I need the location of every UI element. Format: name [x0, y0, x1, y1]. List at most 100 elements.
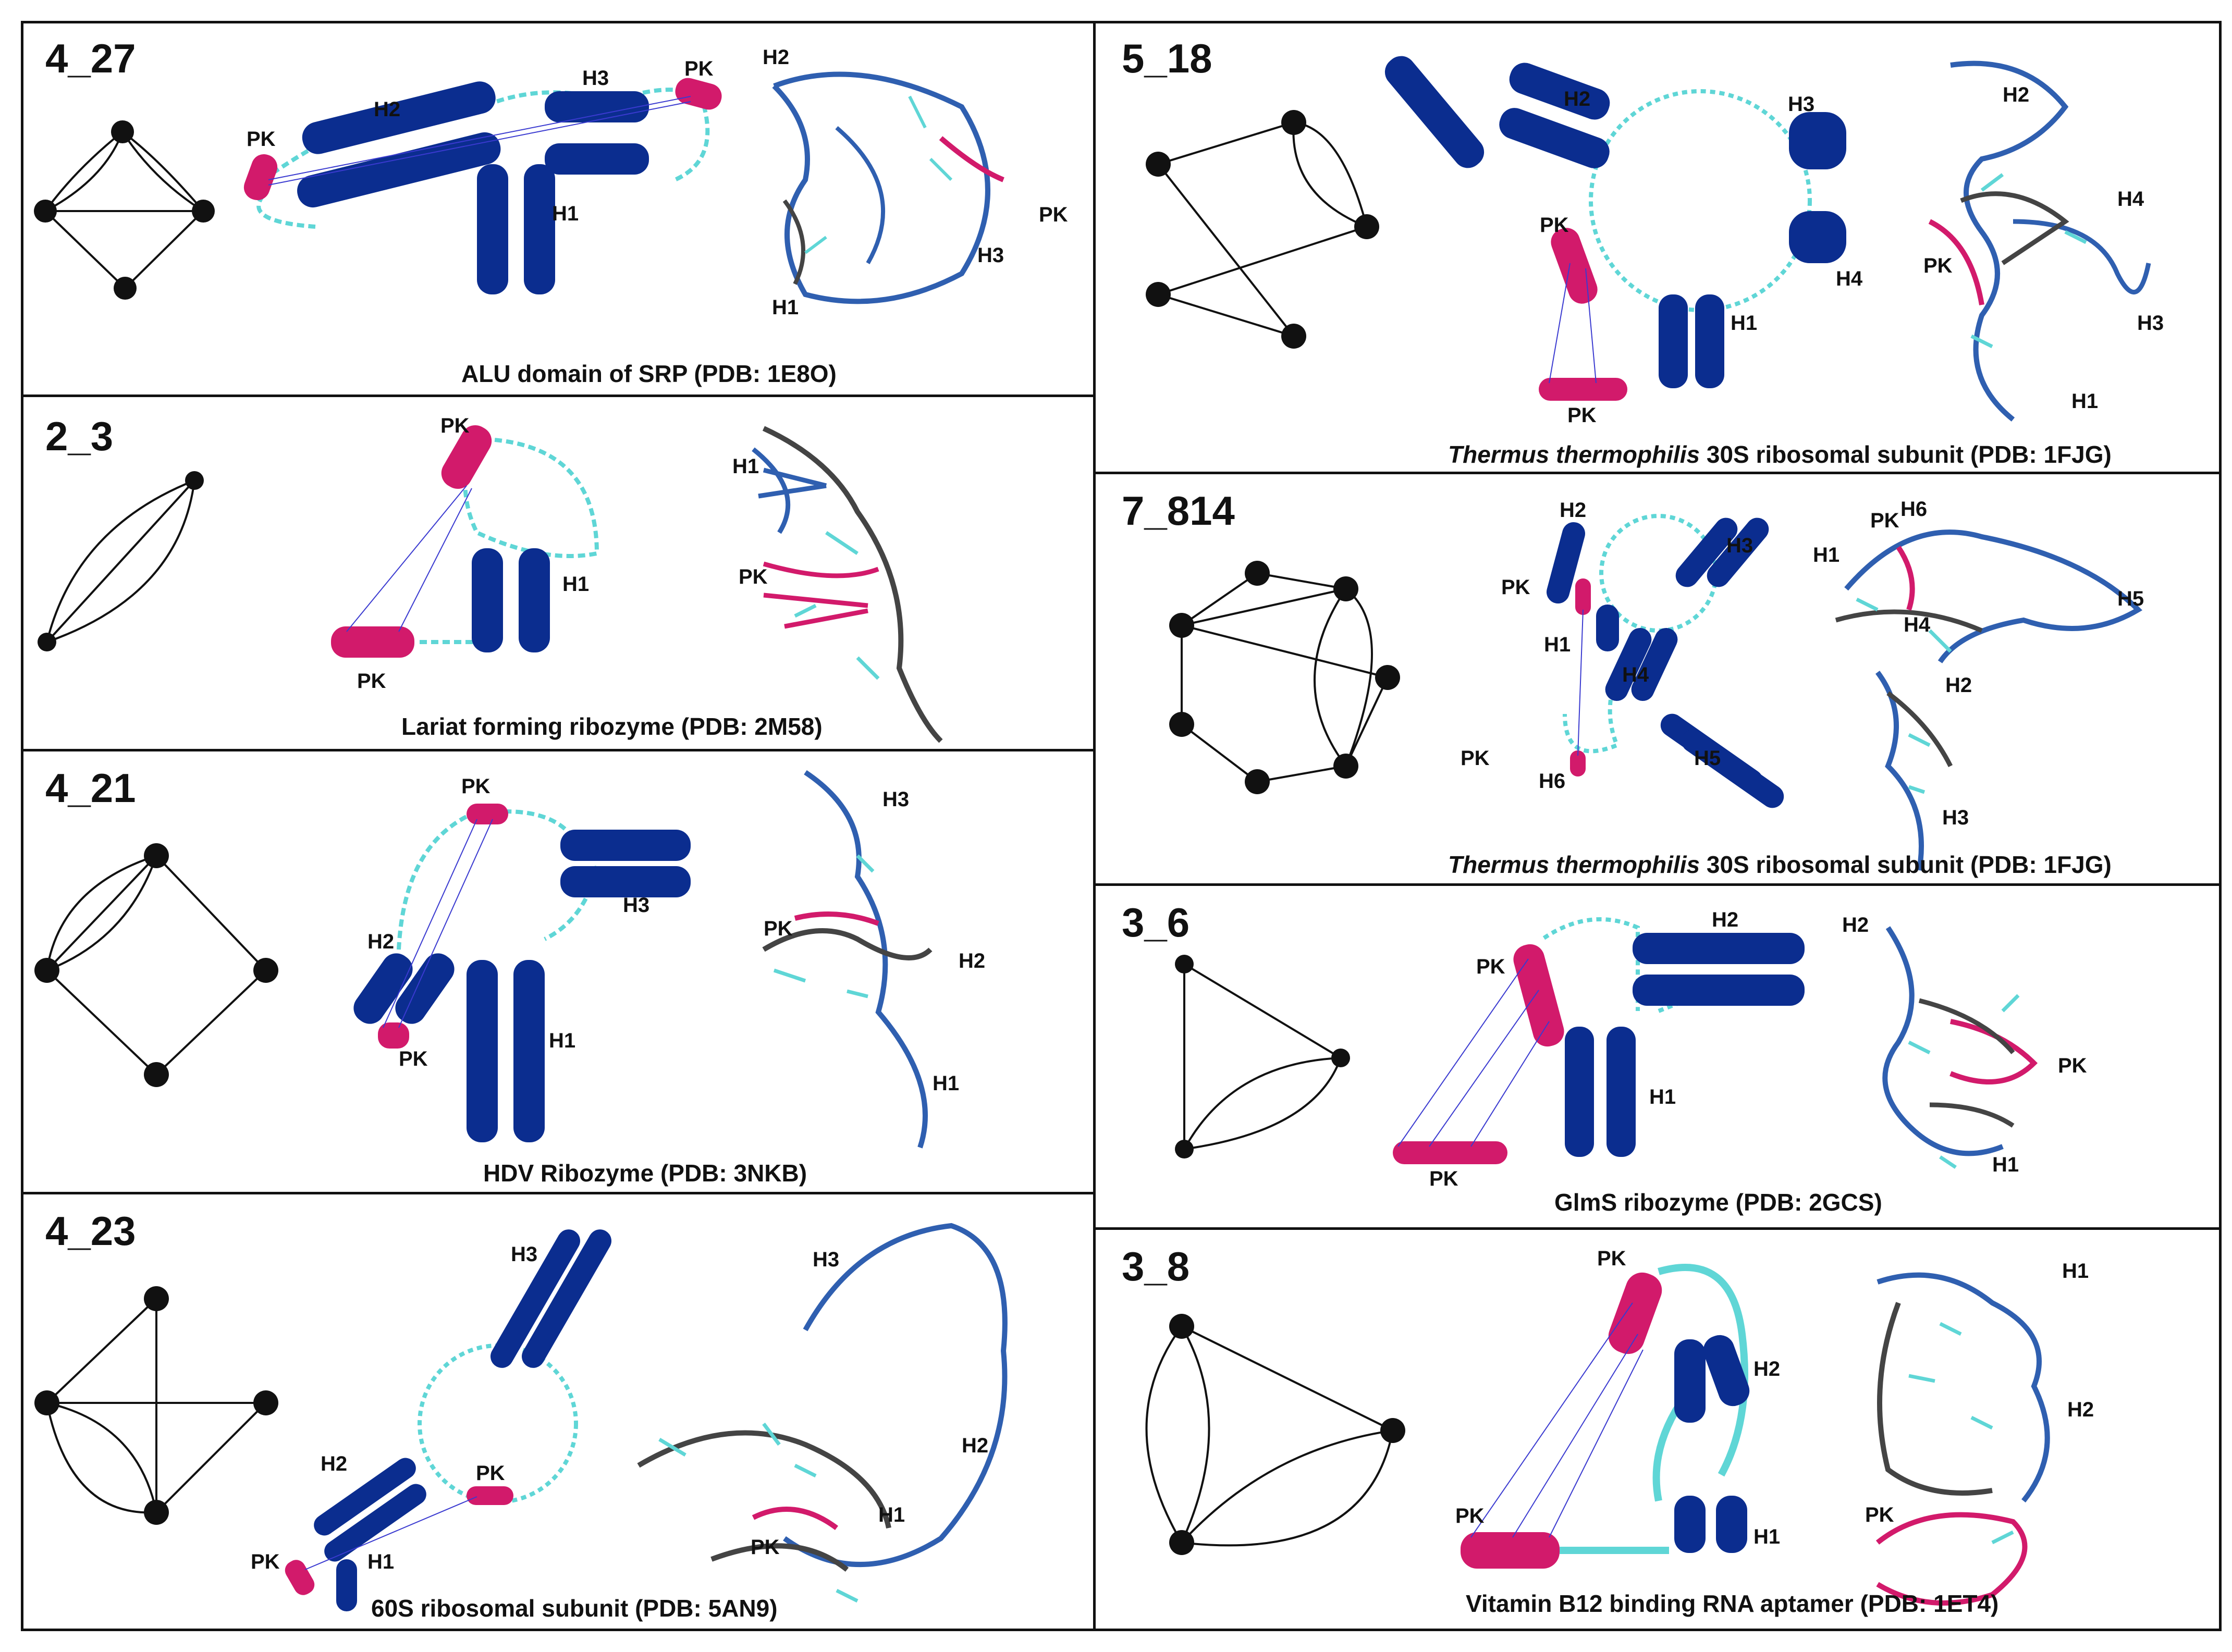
svg-text:PK: PK: [476, 1462, 505, 1485]
svg-text:H2: H2: [2067, 1398, 2094, 1421]
panel-3-6: 3_6: [1093, 883, 2222, 1230]
structure-labels: H3 H2 PK PK H1 H3 H2 H1 PK: [251, 1243, 988, 1573]
svg-text:H3: H3: [582, 67, 609, 90]
tertiary-structure: [772, 71, 1004, 304]
svg-text:H1: H1: [2071, 390, 2098, 413]
svg-text:PK: PK: [1597, 1247, 1626, 1270]
panel-graphics: PK H2 H1 PK H2 PK H1: [1175, 908, 2087, 1190]
svg-text:H2: H2: [374, 98, 400, 121]
svg-text:PK: PK: [2058, 1054, 2087, 1077]
svg-text:H4: H4: [1622, 663, 1649, 686]
panel-id: 2_3: [45, 413, 114, 459]
panel-id: 3_8: [1122, 1243, 1190, 1289]
panel-graphics: PK H3 H2 PK H1 H3 PK H2 H1: [34, 770, 985, 1149]
svg-text:H1: H1: [1992, 1153, 2019, 1176]
svg-text:PK: PK: [764, 917, 793, 940]
tertiary-structure: [752, 426, 943, 743]
panel-2-3: 2_3: [21, 394, 1096, 751]
svg-text:H2: H2: [959, 950, 985, 972]
topology-graph: [1146, 110, 1379, 349]
panel-graphics: PK H2 H1 PK H1 H2 PK: [1145, 1247, 2094, 1606]
svg-text:H4: H4: [1904, 613, 1931, 636]
panel-id: 4_21: [45, 765, 136, 811]
svg-text:H1: H1: [1544, 633, 1571, 656]
svg-text:PK: PK: [1540, 214, 1569, 237]
svg-text:H1: H1: [933, 1072, 959, 1095]
svg-text:H4: H4: [2117, 188, 2144, 211]
svg-text:H3: H3: [1788, 93, 1814, 116]
panel-4-21: 4_21: [21, 749, 1096, 1194]
svg-text:PK: PK: [1461, 747, 1490, 770]
structure-labels: PK H3 H2 PK H1 H3 PK H2 H1: [367, 775, 985, 1095]
secondary-structure: [1384, 56, 1846, 401]
panel-caption: Thermus thermophilis 30S ribosomal subun…: [1448, 440, 2112, 469]
svg-text:H2: H2: [1842, 914, 1869, 936]
svg-text:H3: H3: [977, 244, 1004, 267]
panel-3-8: 3_8: [1093, 1227, 2222, 1631]
svg-text:H2: H2: [1945, 674, 1972, 697]
svg-text:H2: H2: [1560, 499, 1586, 522]
topology-graph: [1145, 1314, 1405, 1555]
tertiary-structure: [1835, 529, 2143, 871]
caption-species: Thermus thermophilis: [1448, 851, 1700, 878]
svg-text:PK: PK: [1455, 1505, 1485, 1527]
secondary-structure: [331, 425, 599, 658]
secondary-structure: [243, 78, 722, 294]
secondary-structure: [1546, 514, 1784, 808]
structure-labels: PK H2 H1 PK H2 PK H1: [1429, 908, 2087, 1190]
panel-caption: ALU domain of SRP (PDB: 1E8O): [461, 360, 837, 387]
svg-text:PK: PK: [1501, 576, 1530, 599]
panel-graphics: PK H1 PK H1 PK: [38, 414, 943, 743]
svg-text:H1: H1: [1813, 544, 1839, 566]
secondary-structure: [1393, 917, 1805, 1164]
panel-graphics: H2 H3 PK H4 H1 PK H2 H4 PK H3 H1: [1146, 56, 2164, 427]
structure-labels: PK H1 PK H1 PK: [357, 414, 768, 693]
svg-text:PK: PK: [247, 128, 276, 151]
panel-caption: 60S ribosomal subunit (PDB: 5AN9): [371, 1595, 778, 1622]
svg-text:H3: H3: [882, 788, 909, 811]
svg-text:PK: PK: [751, 1536, 780, 1559]
svg-text:PK: PK: [399, 1047, 428, 1070]
panel-id: 4_23: [45, 1208, 136, 1254]
svg-text:H1: H1: [878, 1503, 905, 1526]
svg-text:H1: H1: [732, 455, 759, 478]
svg-text:H2: H2: [1712, 908, 1738, 931]
svg-text:H4: H4: [1836, 267, 1863, 290]
svg-text:H3: H3: [623, 894, 649, 917]
svg-text:H3: H3: [813, 1248, 839, 1271]
structure-labels: H2 H3 PK H1 H4 PK H6 H5 PK H6 H1 H5 H4 H…: [1461, 498, 2144, 829]
panel-id: 3_6: [1122, 899, 1190, 945]
panel-caption: GlmS ribozyme (PDB: 2GCS): [1554, 1189, 1882, 1216]
svg-text:H1: H1: [562, 573, 589, 596]
topology-graph: [34, 843, 278, 1087]
topology-graph: [1169, 561, 1400, 794]
svg-text:H1: H1: [549, 1029, 575, 1052]
panel-graphics: H3 H2 PK PK H1 H3 H2 H1 PK: [34, 1223, 1008, 1611]
tertiary-structure: [1882, 926, 2038, 1169]
svg-text:PK: PK: [1870, 509, 1899, 532]
svg-text:H2: H2: [962, 1434, 988, 1457]
svg-text:PK: PK: [739, 565, 768, 588]
caption-text: 30S ribosomal subunit (PDB: 1FJG): [1700, 441, 2112, 468]
secondary-structure: [353, 804, 691, 1142]
topology-graph: [1175, 955, 1350, 1158]
panel-7-814: 7_814: [1093, 472, 2222, 886]
svg-text:H1: H1: [772, 296, 799, 319]
svg-text:H3: H3: [1942, 806, 1969, 829]
panel-5-18: 5_18: [1093, 21, 2222, 474]
topology-graph: [34, 1286, 278, 1525]
svg-text:H6: H6: [1539, 770, 1565, 793]
svg-text:PK: PK: [251, 1550, 280, 1573]
svg-text:PK: PK: [1476, 955, 1505, 978]
svg-text:H2: H2: [1753, 1358, 1780, 1380]
svg-text:H2: H2: [763, 46, 789, 69]
panel-caption: HDV Ribozyme (PDB: 3NKB): [483, 1160, 807, 1187]
svg-text:PK: PK: [1923, 254, 1953, 277]
svg-text:PK: PK: [440, 414, 470, 437]
svg-text:PK: PK: [1429, 1167, 1458, 1190]
panel-id: 7_814: [1122, 488, 1235, 534]
svg-text:H2: H2: [367, 930, 394, 953]
secondary-structure: [285, 1229, 611, 1611]
svg-text:PK: PK: [461, 775, 490, 798]
